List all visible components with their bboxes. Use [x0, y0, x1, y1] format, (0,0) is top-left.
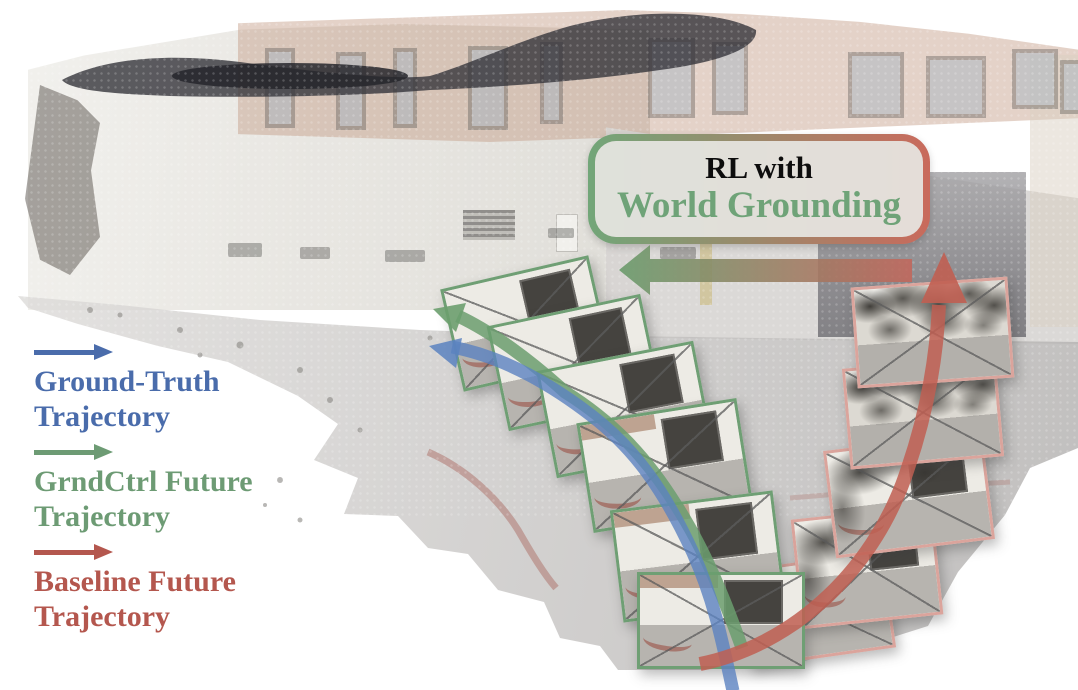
- legend-item-2: Baseline Future Trajectory: [34, 544, 284, 634]
- ground-clutter-mark: [660, 247, 696, 259]
- tree-blob-core: [172, 63, 408, 89]
- pointcloud-wall-shadow: [25, 85, 100, 275]
- vent-grille: [463, 210, 515, 240]
- legend-arrow-icon: [34, 444, 114, 461]
- legend-arrow-icon: [34, 544, 114, 561]
- ground-truth-trajectory-arrowhead: [429, 338, 462, 368]
- legend-label: Ground-Truth Trajectory: [34, 365, 220, 434]
- rl-world-grounding-callout: RL with World Grounding: [588, 134, 930, 244]
- gradient-arrow: [619, 245, 912, 295]
- ground-clutter-mark: [548, 228, 574, 238]
- legend-item-1: GrndCtrl Future Trajectory: [34, 444, 284, 534]
- pointcloud-window: [848, 52, 904, 118]
- ground-clutter-mark: [228, 243, 262, 257]
- legend-arrow-icon: [34, 344, 114, 361]
- small-white-door: [556, 214, 578, 252]
- callout-title-line1: RL with: [705, 150, 813, 186]
- pointcloud-building-corner: [1030, 55, 1078, 327]
- rubble-dots: [87, 307, 433, 523]
- grndctrl-trajectory-arrowhead: [433, 303, 466, 332]
- ground-truth-trajectory-curve: [450, 340, 740, 690]
- pointcloud-window: [926, 56, 986, 118]
- baseline-trajectory-arrowhead: [921, 252, 967, 303]
- legend-item-0: Ground-Truth Trajectory: [34, 344, 284, 434]
- ground-clutter-mark: [300, 247, 330, 259]
- callout-inner: RL with World Grounding: [595, 141, 923, 237]
- legend-label: GrndCtrl Future Trajectory: [34, 465, 253, 534]
- legend-label: Baseline Future Trajectory: [34, 565, 236, 634]
- baseline-trajectory-curve: [698, 304, 946, 671]
- red-curb-line: [426, 448, 559, 591]
- ground-clutter-mark: [385, 250, 425, 262]
- callout-title-line2: World Grounding: [616, 184, 902, 226]
- pointcloud-window: [1060, 60, 1078, 114]
- pointcloud-window: [1012, 49, 1058, 109]
